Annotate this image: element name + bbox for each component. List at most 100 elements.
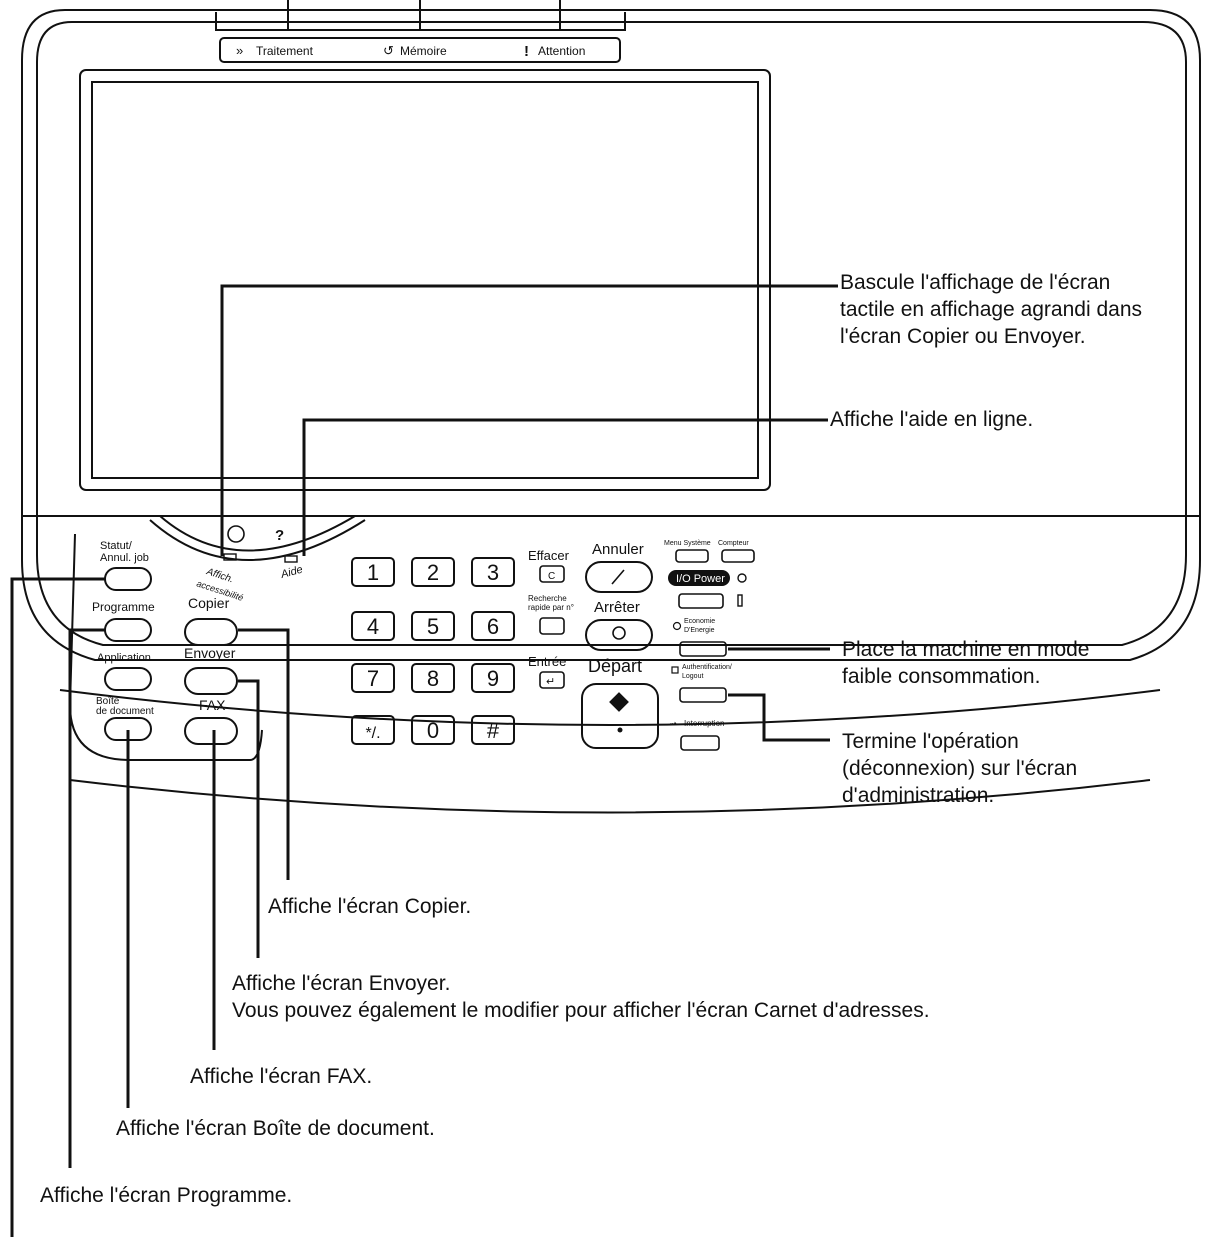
keypad-key[interactable]: 9: [471, 663, 515, 693]
keypad-key[interactable]: #: [471, 715, 515, 745]
interrupt-icon: ⇢: [670, 719, 677, 728]
callout-help: Affiche l'aide en ligne.: [830, 406, 1033, 433]
indicator-attention: ! Attention: [524, 43, 585, 60]
keypad-key-label: #: [487, 718, 500, 743]
keypad-key-frame: [471, 611, 515, 641]
counter-label: Compteur: [718, 540, 749, 547]
system-menu-key[interactable]: Menu Système: [664, 540, 711, 563]
help-key[interactable]: ? Aide: [275, 527, 304, 581]
chevrons-icon: »: [236, 43, 243, 58]
status-key[interactable]: Statut/ Annul. job: [100, 540, 152, 591]
quick-search-button[interactable]: [539, 617, 565, 635]
touch-screen-frame: [79, 69, 771, 491]
logout-label-2: Logout: [682, 673, 703, 680]
logout-key[interactable]: Authentification/ Logout: [671, 664, 732, 703]
power-indicator: [668, 570, 730, 586]
callout-document-box-line-1: Affiche l'écran Boîte de document.: [116, 1117, 435, 1140]
enter-key[interactable]: Entrée ↵: [528, 654, 566, 689]
power-icon: [737, 573, 747, 583]
document-box-label-2: de document: [96, 706, 154, 717]
callout-program-line-1: Affiche l'écran Programme.: [40, 1184, 293, 1207]
status-label: Statut/: [100, 540, 133, 552]
fax-button[interactable]: [184, 717, 238, 745]
keypad-key-label: */.: [365, 725, 380, 742]
keypad-key-frame: [471, 715, 515, 745]
reset-button[interactable]: [585, 619, 653, 651]
start-button[interactable]: [581, 683, 659, 749]
keypad-key[interactable]: 1: [351, 557, 395, 587]
interrupt-key[interactable]: ⇢ Interruption: [670, 719, 724, 751]
reset-key[interactable]: Arrêter: [585, 599, 653, 651]
keypad-key[interactable]: 0: [411, 715, 455, 745]
keypad-key[interactable]: 2: [411, 557, 455, 587]
keypad-key[interactable]: 7: [351, 663, 395, 693]
keypad-key-label: 7: [367, 666, 379, 691]
energy-saver-icon: [672, 621, 682, 631]
energy-saver-key[interactable]: Economie D'Energie: [672, 618, 727, 657]
accessibility-key[interactable]: Affich. accessibilité: [195, 525, 245, 603]
interrupt-button[interactable]: [680, 735, 720, 751]
application-button[interactable]: [104, 667, 152, 691]
help-icon: ?: [275, 527, 284, 544]
keypad-key[interactable]: 6: [471, 611, 515, 641]
panel-bottom-edge: [69, 779, 1151, 814]
quick-search-key[interactable]: Recherche rapide par n°: [528, 594, 574, 635]
keypad-key-frame: [411, 715, 455, 745]
callout-logout-line-3: d'administration.: [842, 784, 995, 807]
enter-label: Entrée: [528, 654, 566, 669]
logout-button[interactable]: [679, 687, 727, 703]
copy-key[interactable]: Copier: [184, 595, 238, 646]
callout-accessibility-line-1: Bascule l'affichage de l'écran: [840, 271, 1111, 294]
application-key[interactable]: Application: [97, 652, 152, 691]
callout-accessibility-line-3: l'écran Copier ou Envoyer.: [840, 325, 1086, 348]
fax-label: FAX: [199, 697, 226, 713]
keypad-key-label: 9: [487, 666, 499, 691]
start-key[interactable]: Départ: [581, 656, 659, 749]
keypad-key-frame: [471, 557, 515, 587]
stop-label: Annuler: [592, 541, 644, 558]
document-box-key[interactable]: Boîte de document: [96, 696, 154, 741]
counter-key[interactable]: Compteur: [718, 540, 755, 563]
keypad-key[interactable]: */.: [351, 715, 395, 745]
system-menu-button[interactable]: [675, 549, 709, 563]
stop-key[interactable]: Annuler: [585, 541, 653, 593]
quick-search-label-2: rapide par n°: [528, 603, 574, 612]
keypad-key[interactable]: 3: [471, 557, 515, 587]
copy-button[interactable]: [184, 618, 238, 646]
accessibility-led: [223, 553, 237, 561]
panel-outer-bezel: [21, 9, 1201, 661]
clear-key[interactable]: Effacer C: [528, 548, 570, 583]
enter-button[interactable]: [539, 671, 565, 689]
callout-accessibility-line-2: tactile en affichage agrandi dans: [840, 298, 1142, 321]
stop-button[interactable]: [585, 561, 653, 593]
fax-key[interactable]: FAX: [184, 697, 238, 745]
keypad-key-label: 5: [427, 614, 439, 639]
keypad-key-label: 8: [427, 666, 439, 691]
clear-button[interactable]: [539, 565, 565, 583]
power-switch[interactable]: [678, 593, 743, 609]
indicator-label-attention: Attention: [538, 44, 585, 58]
indicator-label-memoire: Mémoire: [400, 44, 447, 58]
keypad-key[interactable]: 4: [351, 611, 395, 641]
clear-label: Effacer: [528, 548, 570, 563]
enter-icon: ↵: [546, 676, 555, 688]
touch-screen[interactable]: [91, 81, 759, 479]
clear-icon: C: [548, 571, 555, 582]
power-button[interactable]: [678, 593, 724, 609]
keypad-key[interactable]: 8: [411, 663, 455, 693]
keypad-key[interactable]: 5: [411, 611, 455, 641]
program-key[interactable]: Programme: [92, 600, 155, 642]
help-led: [284, 555, 298, 563]
lock-icon: [671, 666, 679, 674]
callout-fax-line-1: Affiche l'écran FAX.: [190, 1065, 373, 1088]
counter-button[interactable]: [721, 549, 755, 563]
program-button[interactable]: [104, 618, 152, 642]
start-led: [617, 727, 623, 733]
send-key[interactable]: Envoyer: [184, 645, 238, 695]
status-button[interactable]: [104, 567, 152, 591]
keypad-key-frame: [471, 663, 515, 693]
energy-saver-button[interactable]: [679, 641, 727, 657]
power-key[interactable]: I/O Power: [668, 570, 747, 586]
send-button[interactable]: [184, 667, 238, 695]
